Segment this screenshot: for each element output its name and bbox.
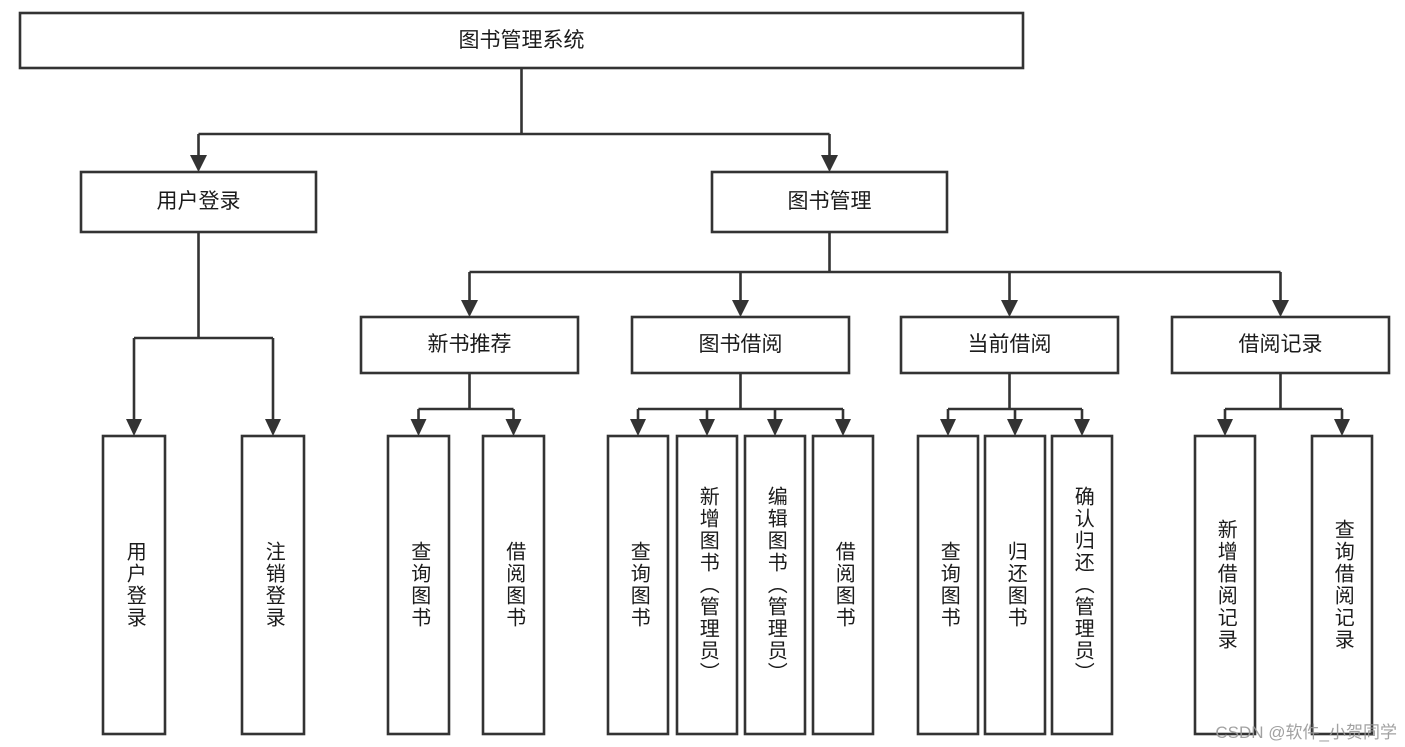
arrow-head-bb-edit — [767, 419, 783, 436]
leaf-box-cb-query-book[interactable] — [916, 434, 980, 736]
arrow-head-new-book — [461, 300, 478, 317]
arrow-head-br-add — [1217, 419, 1233, 436]
arrow-head-borrow-record — [1272, 300, 1289, 317]
leaf-box-logout[interactable] — [240, 434, 306, 736]
leaf-box-user-login[interactable] — [101, 434, 167, 736]
arrow-head-cb-query — [940, 419, 956, 436]
arrow-head-nb-borrow — [505, 419, 522, 436]
arrow-head-cb-return — [1007, 419, 1023, 436]
arrow-head-user-login — [190, 155, 207, 172]
arrow-head-bb-add — [699, 419, 715, 436]
arrow-head-book-borrow — [732, 300, 749, 317]
leaf-box-bb-query-book[interactable] — [606, 434, 670, 736]
leaf-box-bb-edit-book-admin[interactable] — [743, 434, 807, 736]
node-current-borrow-box[interactable] — [899, 315, 1120, 375]
arrow-head-cb-confirm — [1074, 419, 1090, 436]
leaf-box-bb-borrow-book[interactable] — [811, 434, 875, 736]
arrow-head-bb-query — [630, 419, 646, 436]
arrow-head-book-mgmt — [821, 155, 838, 172]
node-book-borrow-box[interactable] — [630, 315, 851, 375]
csdn-watermark: CSDN @软件_小贺同学 — [1215, 723, 1397, 742]
leaf-box-nb-query-book[interactable] — [386, 434, 451, 736]
node-layer: 图书管理系统 用户登录 图书管理 新书推荐 图书借阅 当前借阅 借阅记录 — [18, 11, 1391, 736]
node-book-borrow-label: 图书借阅 — [699, 333, 783, 356]
node-user-login-box[interactable] — [79, 170, 318, 234]
node-root-label: 图书管理系统 — [459, 29, 585, 52]
arrow-head-bb-borrow — [835, 419, 851, 436]
node-root-box[interactable] — [18, 11, 1025, 70]
leaf-box-cb-return-book[interactable] — [983, 434, 1047, 736]
node-current-borrow-label: 当前借阅 — [968, 333, 1052, 356]
leaf-box-cb-confirm-return-admin[interactable] — [1050, 434, 1114, 736]
node-book-management-label: 图书管理 — [788, 190, 872, 213]
node-user-login-label: 用户登录 — [157, 190, 241, 213]
node-borrow-record-label: 借阅记录 — [1239, 333, 1323, 356]
node-borrow-record-box[interactable] — [1170, 315, 1391, 375]
arrow-head-br-query — [1334, 419, 1350, 436]
node-new-book-recommend-box[interactable] — [359, 315, 580, 375]
arrow-head-current-borrow — [1001, 300, 1018, 317]
arrow-head-leaf-user-login — [126, 419, 142, 436]
arrow-head-leaf-logout — [265, 419, 281, 436]
leaf-box-br-add-record[interactable] — [1193, 434, 1257, 736]
leaf-box-bb-add-book-admin[interactable] — [675, 434, 739, 736]
arrow-head-nb-query — [410, 419, 427, 436]
connector-layer — [126, 68, 1350, 436]
node-new-book-recommend-label: 新书推荐 — [428, 333, 512, 356]
leaf-box-nb-borrow-book[interactable] — [481, 434, 546, 736]
node-book-management-box[interactable] — [710, 170, 949, 234]
leaf-box-br-query-record[interactable] — [1310, 434, 1374, 736]
